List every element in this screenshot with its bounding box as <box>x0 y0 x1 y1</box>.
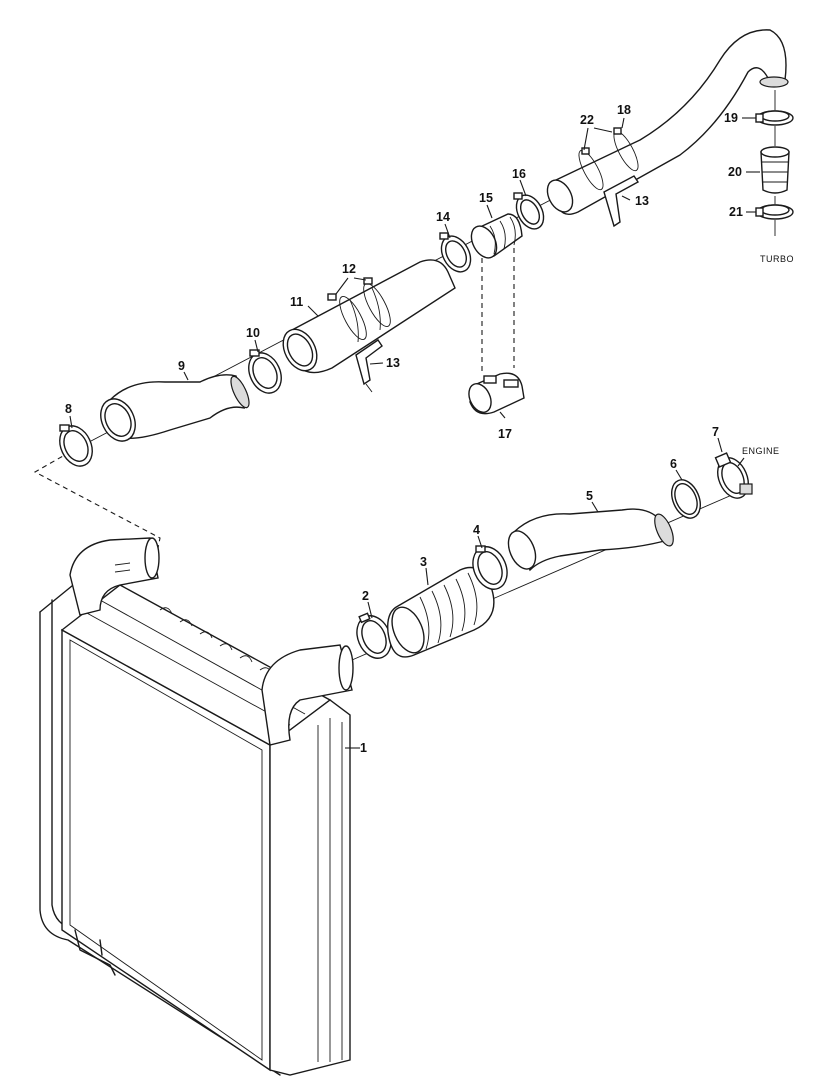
callout-2: 2 <box>362 589 369 603</box>
clamp-16 <box>513 192 545 230</box>
callout-9: 9 <box>178 359 185 373</box>
clamp-19 <box>755 110 794 126</box>
clamp-7 <box>714 452 753 499</box>
callout-13-upper: 13 <box>635 194 649 208</box>
callout-4: 4 <box>473 523 480 537</box>
hose-9 <box>100 374 250 442</box>
pipe-18 <box>546 29 789 215</box>
callout-22: 22 <box>580 113 594 127</box>
callout-11: 11 <box>290 295 303 309</box>
clamp-pair-22 <box>578 127 639 191</box>
label-engine: ENGINE <box>742 446 780 456</box>
intercooler-radiator <box>39 537 354 1076</box>
label-turbo: TURBO <box>760 254 794 264</box>
callout-15: 15 <box>479 191 493 205</box>
callout-14: 14 <box>436 210 450 224</box>
callout-6: 6 <box>670 457 677 471</box>
callout-12: 12 <box>342 262 356 276</box>
clamp-pair-12 <box>327 277 391 340</box>
clamp-2 <box>356 612 392 659</box>
routing-dashed-line-left <box>33 451 161 549</box>
callout-19: 19 <box>724 111 738 125</box>
callout-20: 20 <box>728 165 742 179</box>
callout-16: 16 <box>512 167 526 181</box>
clamp-14 <box>439 232 472 273</box>
callout-17: 17 <box>498 427 512 441</box>
callout-21: 21 <box>729 205 743 219</box>
sleeve-15 <box>470 213 523 259</box>
clamp-8 <box>59 424 93 467</box>
callout-13-lower: 13 <box>386 356 400 370</box>
corrugated-hose-3 <box>387 566 495 658</box>
callout-3: 3 <box>420 555 427 569</box>
pipe-11 <box>282 259 456 374</box>
clamp-4 <box>472 545 508 590</box>
callout-18: 18 <box>617 103 631 117</box>
leader-lines <box>69 117 760 749</box>
hose-5 <box>507 508 674 572</box>
split-sleeve-17 <box>468 372 525 415</box>
clamp-21 <box>755 204 794 220</box>
sleeve-20 <box>760 146 790 194</box>
bracket-13-lower <box>355 339 383 393</box>
clamp-10 <box>248 349 282 394</box>
callout-1: 1 <box>360 741 367 755</box>
callout-7: 7 <box>712 425 719 439</box>
callout-10: 10 <box>246 326 260 340</box>
o-ring-6 <box>671 479 701 519</box>
bracket-13-upper <box>603 175 640 228</box>
callout-8: 8 <box>65 402 72 416</box>
callout-5: 5 <box>586 489 593 503</box>
